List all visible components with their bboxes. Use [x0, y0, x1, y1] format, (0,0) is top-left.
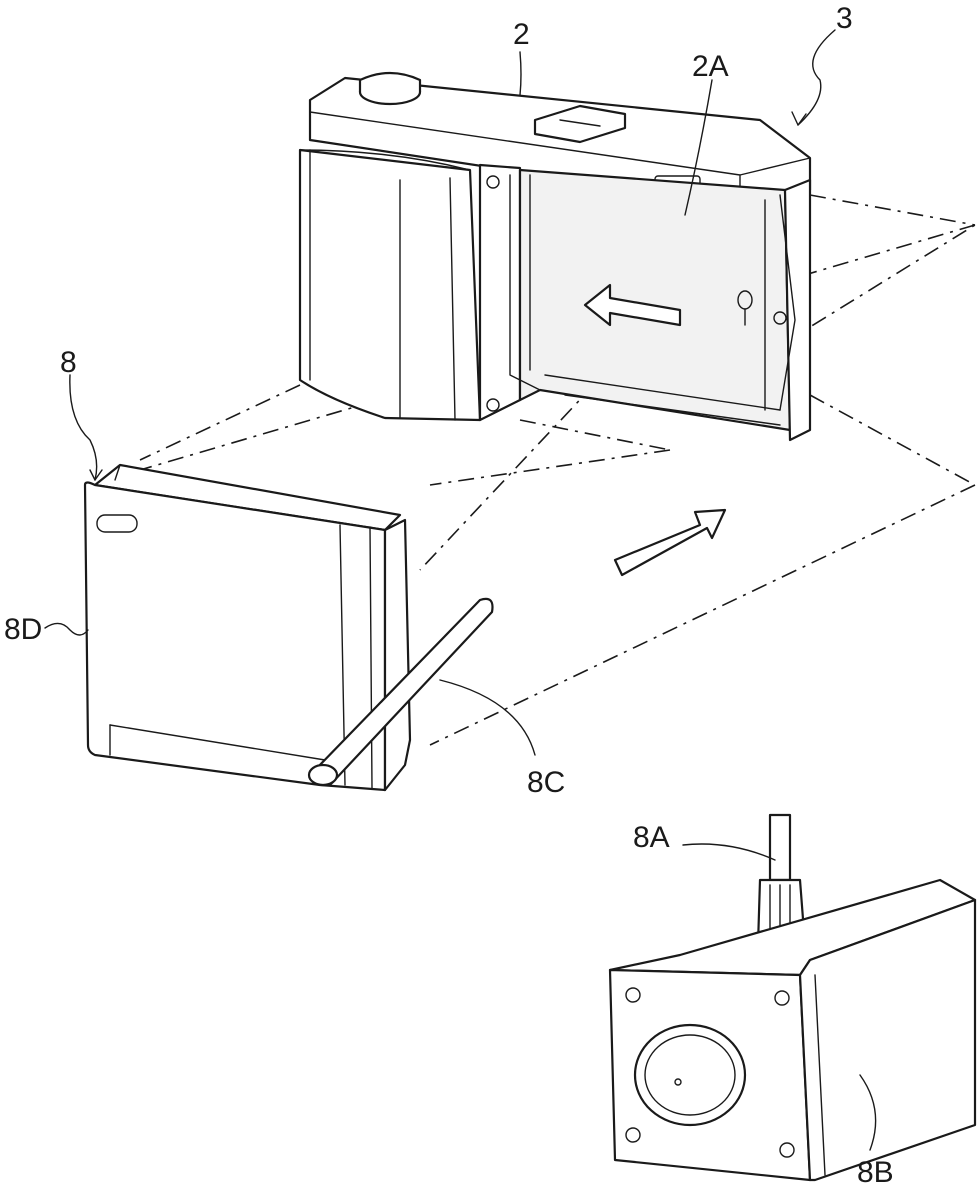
label-8A: 8A — [633, 821, 670, 854]
motor-8B — [608, 813, 977, 1182]
label-2: 2 — [513, 18, 530, 51]
holder-3 — [298, 71, 812, 442]
label-3: 3 — [836, 2, 853, 35]
arrow-left-icon — [583, 283, 682, 327]
cassette-8 — [83, 463, 494, 792]
clip-icon — [533, 104, 627, 144]
label-8D: 8D — [4, 613, 43, 646]
label-8: 8 — [60, 346, 77, 379]
leader-lines — [44, 29, 877, 1151]
label-2A: 2A — [692, 50, 729, 83]
arrow-insert-icon — [613, 508, 727, 577]
lens-icon — [633, 1023, 747, 1127]
label-8C: 8C — [527, 766, 566, 799]
label-8B: 8B — [857, 1156, 894, 1189]
